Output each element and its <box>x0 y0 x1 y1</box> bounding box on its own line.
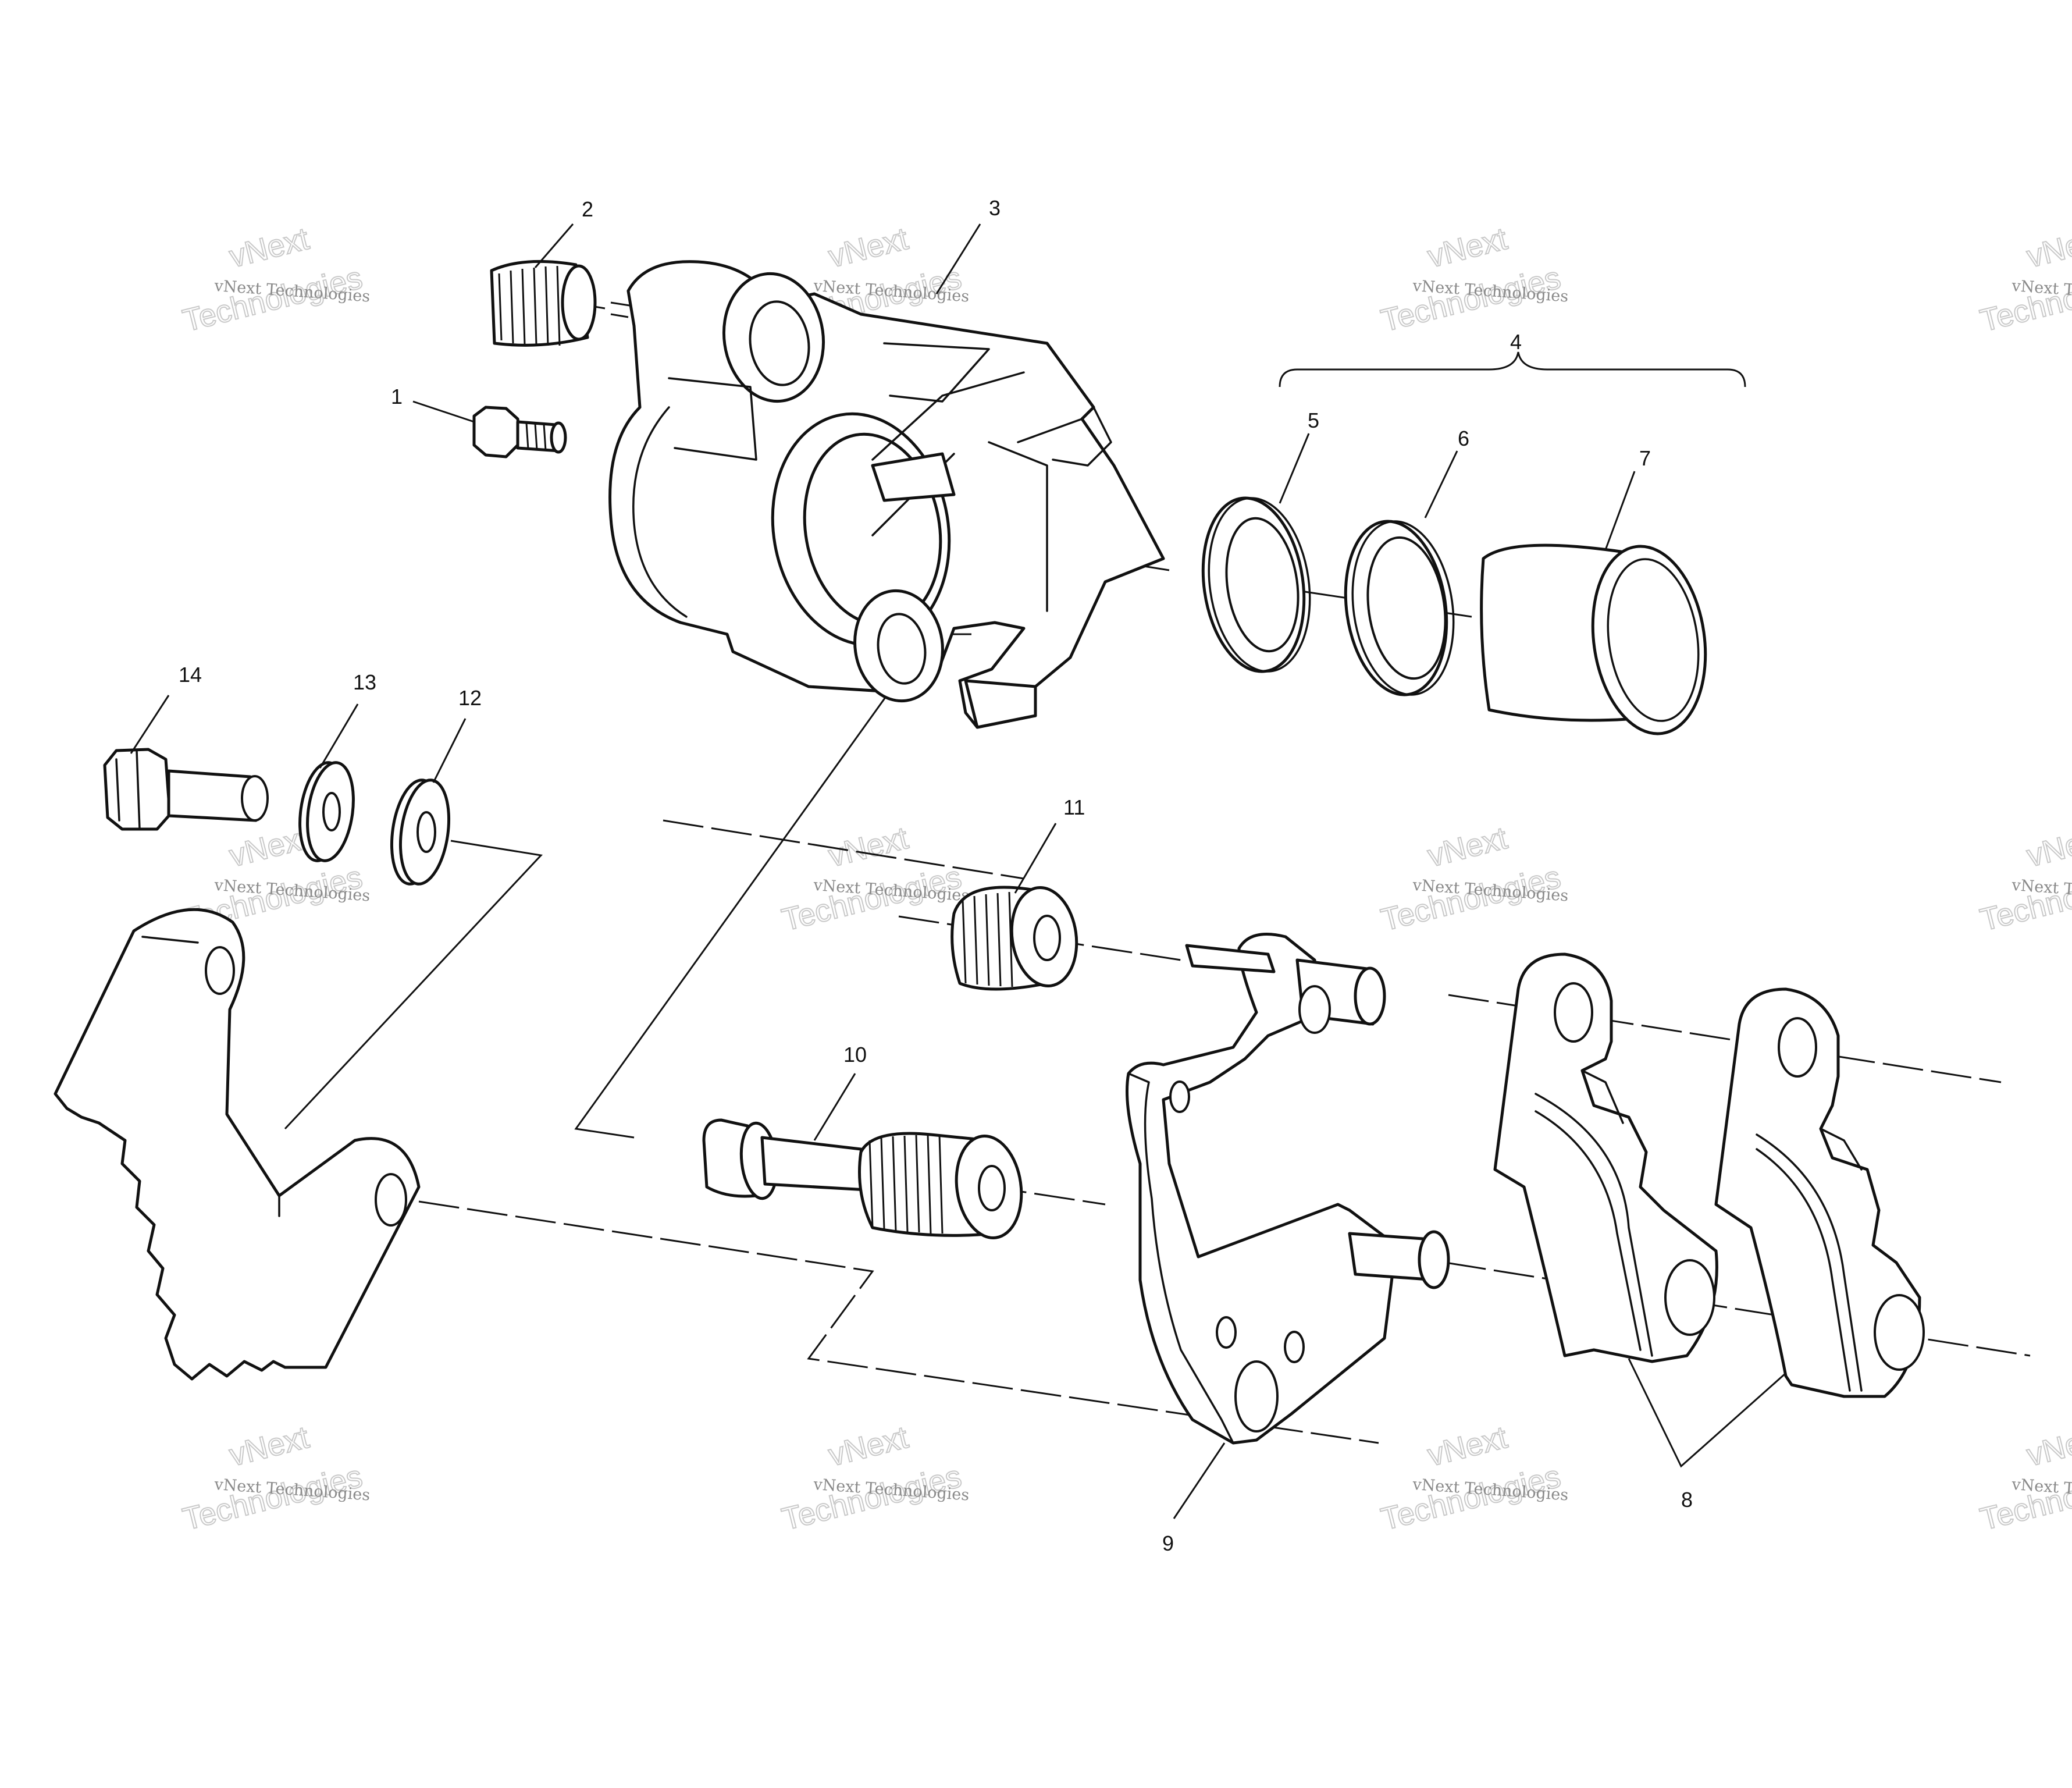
callout-1: 1 <box>391 385 403 408</box>
watermark-text: Technologies <box>1977 1459 2072 1537</box>
watermark-text: vNext <box>226 221 312 275</box>
callout-leaders <box>130 223 1786 1519</box>
part-2-plug <box>490 260 597 347</box>
part-9-bracket <box>1126 933 1450 1445</box>
part-8-pad-outer <box>1714 987 1925 1398</box>
part-12-washer <box>390 779 451 886</box>
callout-2: 2 <box>582 197 593 221</box>
watermark-text: vNext <box>2023 221 2072 275</box>
callout-11: 11 <box>1063 795 1085 819</box>
watermark-text: vNext <box>226 1420 312 1473</box>
part-14-bolt <box>103 748 269 831</box>
part-3-caliper <box>608 260 1165 729</box>
knuckle-section <box>54 908 421 1381</box>
callout-13: 13 <box>353 670 376 694</box>
callout-8: 8 <box>1681 1488 1693 1512</box>
callout-9: 9 <box>1162 1531 1174 1555</box>
watermark-text: Technologies <box>1977 260 2072 338</box>
callout-7: 7 <box>1639 446 1651 470</box>
watermark-text: vNext <box>825 820 911 874</box>
watermark-text: vNext <box>825 1420 911 1473</box>
part-11-bushing <box>950 886 1078 991</box>
callout-6: 6 <box>1458 426 1469 450</box>
part-5-seal <box>1201 496 1311 673</box>
callout-5: 5 <box>1308 408 1319 432</box>
part-8-pad-inner <box>1493 952 1718 1363</box>
watermark-text: vNext <box>1424 221 1510 275</box>
callout-labels: 1 2 3 4 5 6 7 8 9 10 11 12 13 14 <box>179 196 1693 1555</box>
callout-12: 12 <box>458 686 482 710</box>
callout-14: 14 <box>179 663 202 687</box>
watermark-text: vNext <box>2023 820 2072 874</box>
part-6-boot <box>1344 520 1455 696</box>
callout-3: 3 <box>989 196 1001 220</box>
part-13-washer <box>298 761 355 862</box>
watermark-text: vNext <box>825 221 911 275</box>
watermark-text: vNext <box>2023 1420 2072 1473</box>
watermark-text: vNext <box>1424 820 1510 874</box>
watermark-text: vNext <box>1424 1420 1510 1473</box>
watermark-text: Technologies <box>1977 859 2072 937</box>
part-10-pin <box>702 1118 1023 1239</box>
part-7-piston <box>1480 543 1707 735</box>
callout-10: 10 <box>843 1043 867 1067</box>
part-1-bleeder <box>472 406 567 458</box>
callout-4: 4 <box>1510 330 1522 354</box>
